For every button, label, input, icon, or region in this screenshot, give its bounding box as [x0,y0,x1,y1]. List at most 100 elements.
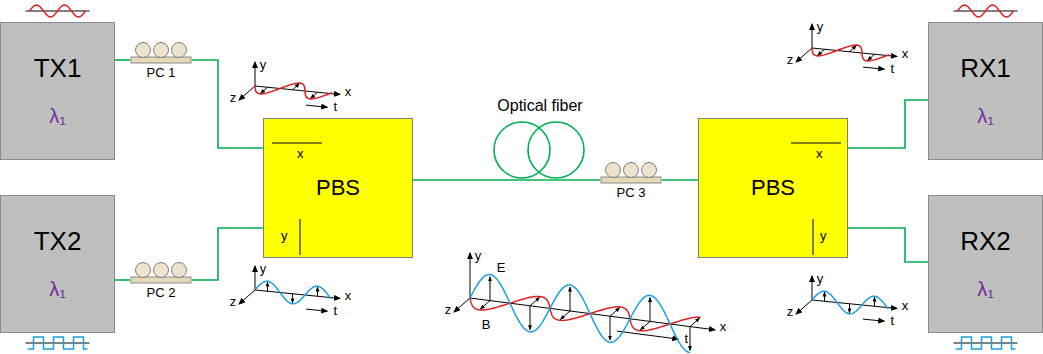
wavelength-label: λ₁ [49,278,66,301]
axis-label: x [345,288,352,302]
fiber-label: Optical fiber [497,97,582,115]
z-axis [796,48,812,62]
fiber-paddle [136,263,151,278]
axis-label: x [902,298,909,312]
field-vector [261,87,268,93]
axis-label: z [787,305,794,319]
fiber-link [115,59,130,61]
wave-plot [796,24,897,69]
fiber-link [413,179,600,181]
analog-signal-symbol [26,5,90,17]
field-wave [255,281,331,304]
fiber-paddle [154,263,169,278]
x-port-mark [791,143,841,144]
axis-label: z [787,53,794,67]
fiber-loop [528,122,584,178]
time-arrow [306,105,327,107]
digital-signal-symbol [26,337,90,349]
box-title: TX2 [34,227,82,257]
x-axis [470,298,715,330]
fiber-paddle [172,263,187,278]
field-label: B [482,318,491,332]
wave-plot [796,276,897,321]
field-vector [530,297,540,306]
axis-label: x [720,320,727,334]
port-label: y [820,229,827,244]
field-vector [650,297,651,321]
axis-label: y [817,272,824,286]
field-wave [470,275,690,353]
field-vector [818,49,825,55]
axis-label: t [684,332,688,346]
transceiver-box: TX1λ₁ [0,22,115,160]
axis-label: x [902,46,909,60]
field-vector [480,301,490,310]
beam-splitter-box: PBS x y [698,118,848,258]
axis-label: t [333,100,337,114]
polarization-controller: PC 2 [130,260,192,304]
time-arrow [863,67,884,69]
fiber-coil [494,122,584,178]
wave-plot [239,62,340,107]
square-wave [28,337,88,349]
y-axis [470,253,471,298]
transceiver-box: RX1λ₁ [928,22,1043,160]
box-title: RX2 [960,227,1011,257]
y-axis [812,24,813,48]
field-vector [850,46,857,52]
axis-label: y [817,20,824,34]
field-label: E [497,261,506,275]
box-title: PBS [699,175,847,200]
fiber-link [192,60,263,148]
signal-baseline [26,343,90,344]
axis-label: t [333,304,337,318]
wavelength-label: λ₁ [49,105,66,128]
wavelength-label: λ₁ [977,105,994,128]
fiber-link [192,228,263,280]
field-vector [530,306,531,330]
field-vector [610,308,620,317]
port-label: x [816,147,823,162]
wave-plot [239,266,340,311]
field-vector [560,311,570,320]
y-port-mark [813,219,814,255]
y-axis [255,62,256,86]
field-vector [690,327,691,351]
digital-signal-symbol [954,337,1018,349]
axis-label: y [260,58,267,72]
controller-shape [130,260,192,284]
field-vector [570,287,571,311]
fiber-link [848,100,928,148]
field-vector [874,297,875,306]
controller-label: PC 1 [147,66,176,81]
sine-wave [30,5,86,17]
transceiver-box: RX2 λ₁ [928,195,1043,333]
fiber-paddle [624,163,639,178]
field-wave [812,45,889,61]
field-vector [267,282,268,291]
field-wave [255,83,332,99]
wavelength-label: λ₁ [977,278,994,301]
box-title: PBS [264,175,412,200]
signal-baseline [954,343,1018,344]
polarization-controller: PC 3 [600,160,662,204]
x-port-mark [272,143,322,144]
axis-label: z [445,303,452,317]
axis-label: z [230,91,237,105]
fiber-link [662,179,698,181]
time-arrow [306,309,327,311]
field-vector [292,294,293,303]
controller-shape [600,160,662,184]
fiber-loop [494,122,550,178]
beam-splitter-box: PBSxy [263,118,413,258]
square-wave [956,337,1016,349]
field-vector [293,84,300,90]
fiber-link [115,279,130,281]
polarization-controller: PC 1 [130,40,192,84]
z-axis [454,298,470,312]
field-vector [849,304,850,313]
z-axis [239,86,255,100]
